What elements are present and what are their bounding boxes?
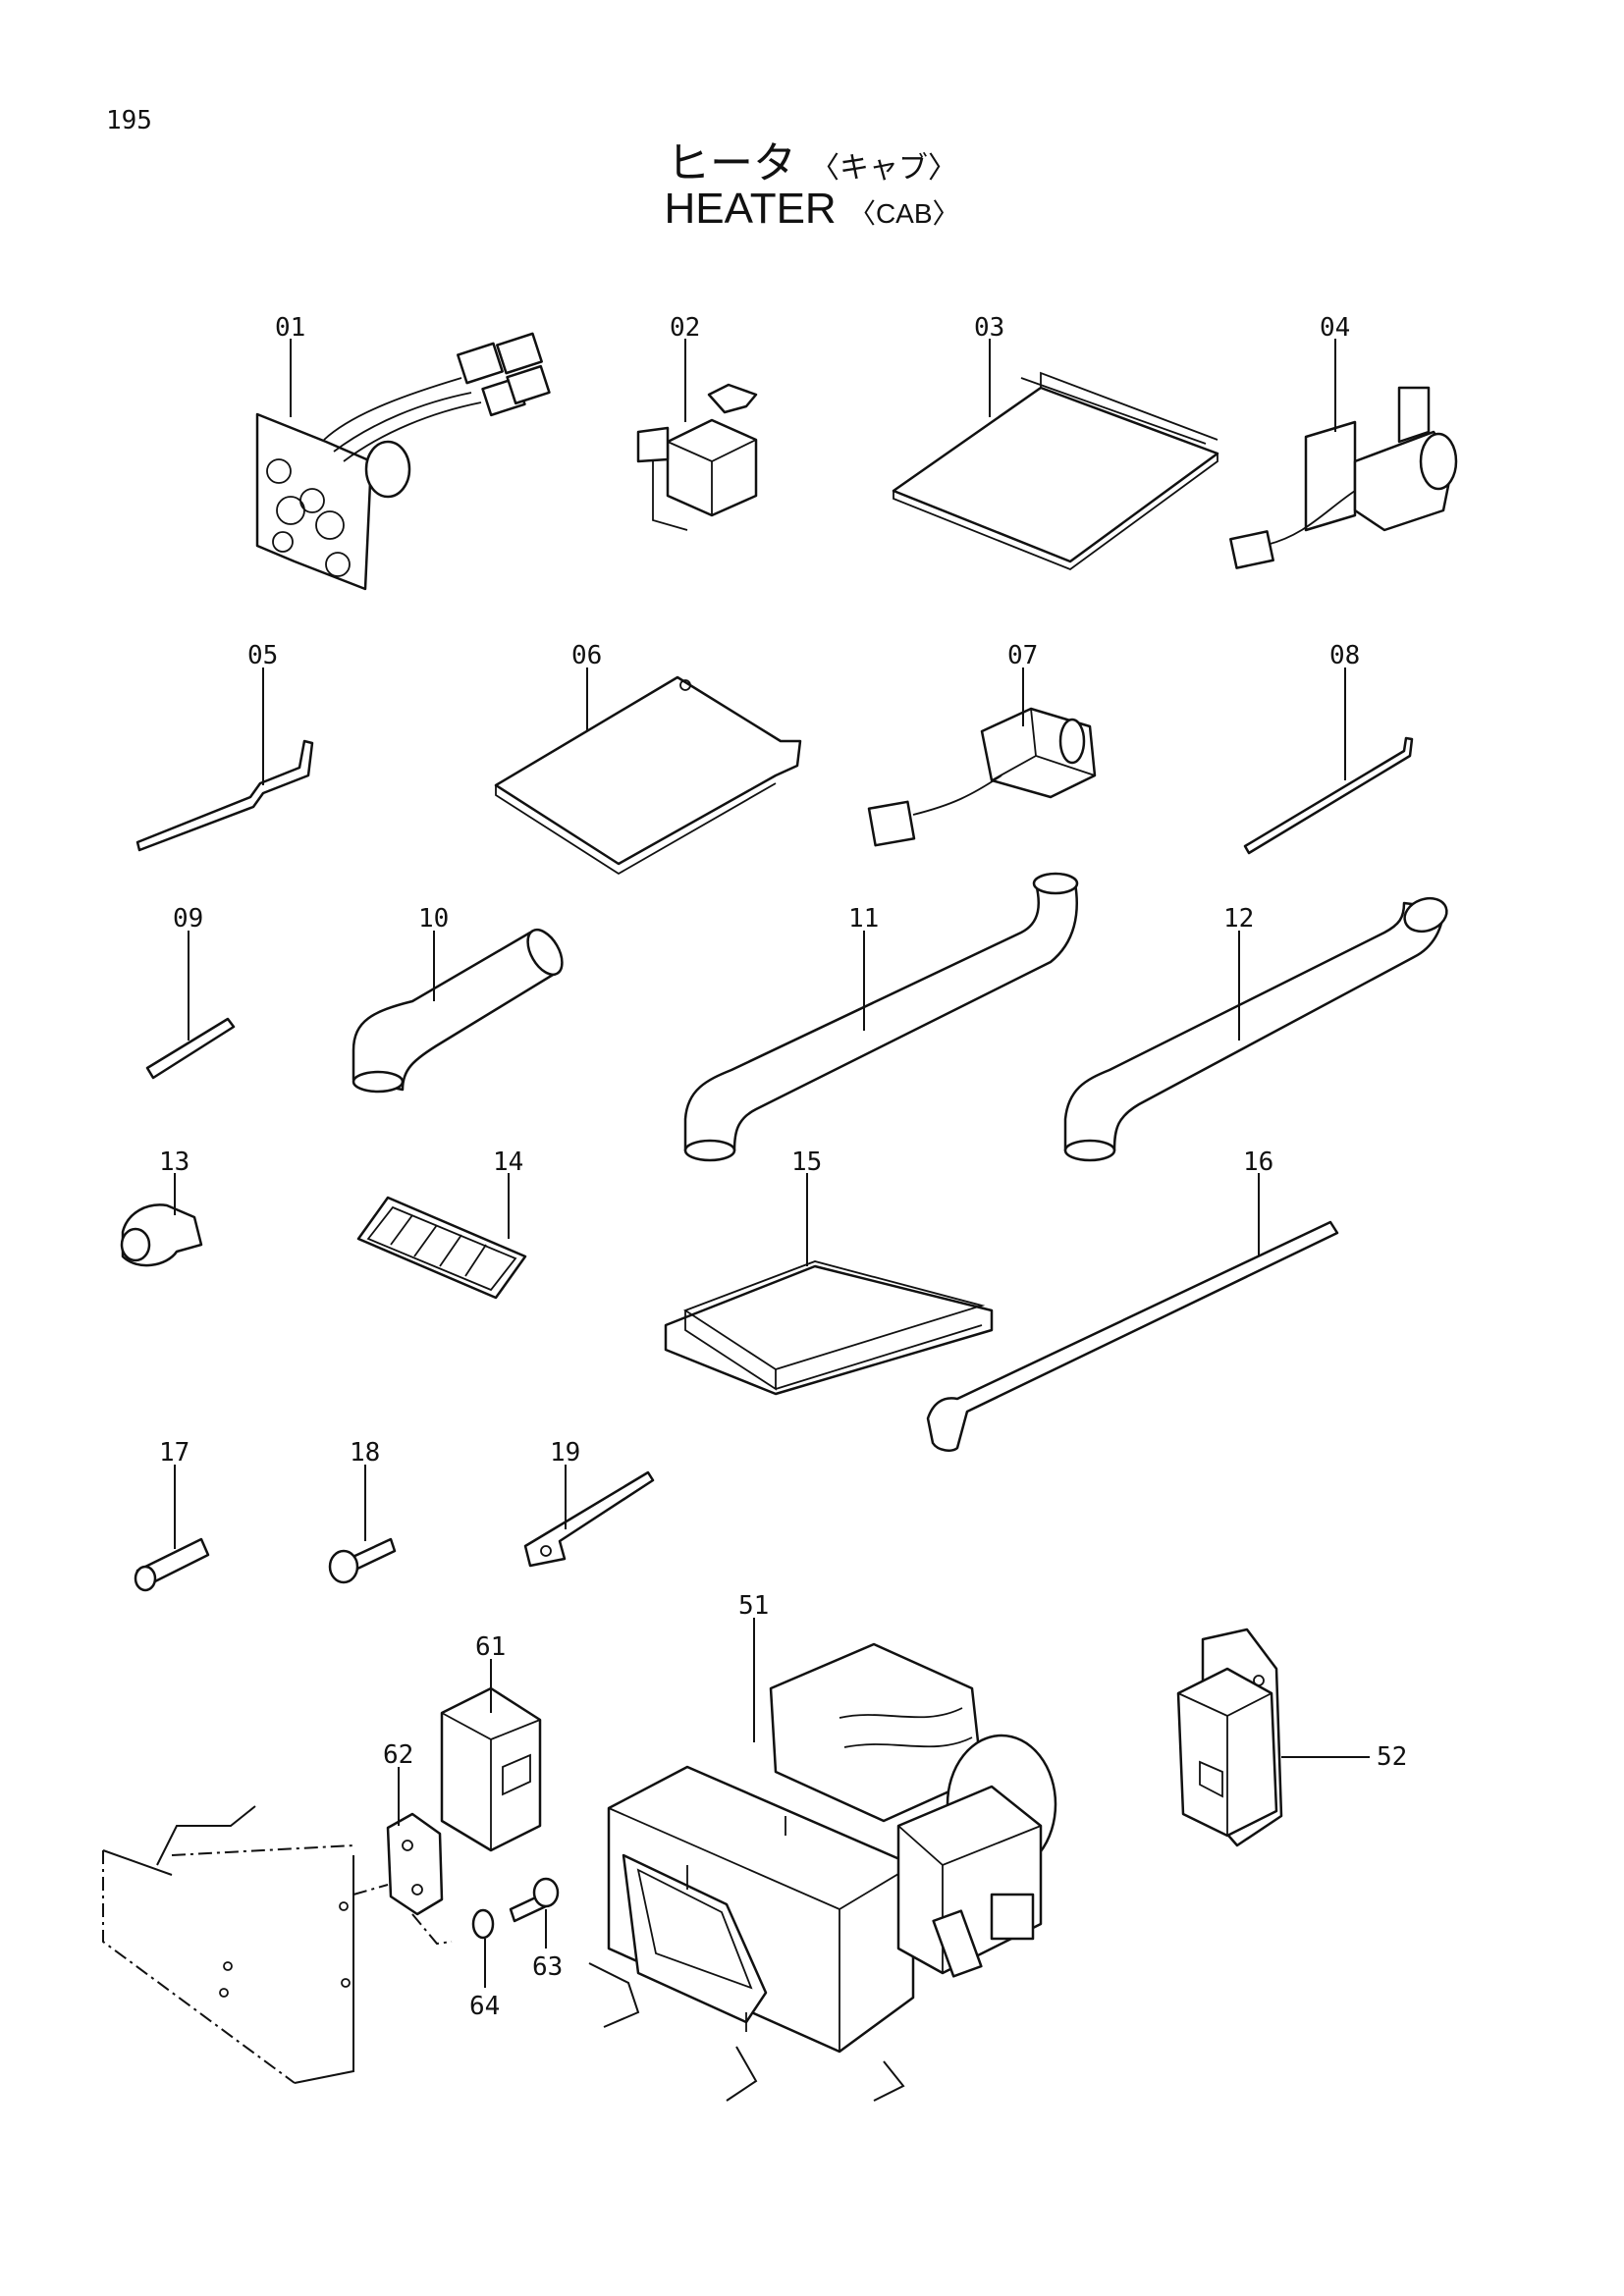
- part-52-controller: [1176, 1628, 1283, 1847]
- part-05-rod: [135, 739, 314, 852]
- title-japanese: ヒータ 〈キャブ〉: [0, 128, 1624, 190]
- callout-03: 03: [974, 313, 1004, 343]
- callout-51: 51: [738, 1591, 769, 1621]
- callout-17: 17: [159, 1438, 189, 1468]
- callout-13: 13: [159, 1148, 189, 1177]
- callout-04: 04: [1320, 313, 1350, 343]
- callout-02: 02: [670, 313, 700, 343]
- callout-64: 64: [469, 1992, 500, 2021]
- part-17-fitting: [134, 1537, 210, 1592]
- part-03-filter: [892, 371, 1219, 571]
- callout-10: 10: [418, 904, 449, 934]
- part-61-box: [440, 1686, 542, 1852]
- callout-06: 06: [571, 641, 602, 670]
- callout-14: 14: [493, 1148, 523, 1177]
- cab-panel: [102, 1805, 453, 2084]
- title-en-sub: 〈CAB〉: [847, 198, 960, 229]
- part-63-bolt: [509, 1877, 560, 1923]
- part-14-louver: [356, 1196, 527, 1300]
- part-04-actuator: [1229, 386, 1458, 569]
- callout-08: 08: [1329, 641, 1360, 670]
- part-09-nipple: [145, 1017, 236, 1080]
- part-12-duct: [1063, 896, 1448, 1162]
- callout-09: 09: [173, 904, 203, 934]
- part-07-actuator: [867, 707, 1097, 847]
- callout-18: 18: [350, 1438, 380, 1468]
- title-jp-main: ヒータ: [667, 138, 796, 188]
- callout-63: 63: [532, 1952, 563, 1982]
- part-64-washer: [471, 1908, 495, 1940]
- callout-07: 07: [1007, 641, 1038, 670]
- title-jp-sub: 〈キャブ〉: [810, 151, 957, 186]
- callout-16: 16: [1243, 1148, 1273, 1177]
- callout-62: 62: [383, 1740, 413, 1770]
- part-16-pipe: [926, 1220, 1339, 1452]
- part-01-harness: [255, 332, 551, 591]
- title-en-main: HEATER: [664, 185, 837, 233]
- part-51-heater-unit: [588, 1642, 1057, 2102]
- callout-12: 12: [1223, 904, 1254, 934]
- part-13-elbow: [120, 1203, 203, 1267]
- page-number: 195: [106, 106, 152, 135]
- part-06-panel: [494, 675, 802, 876]
- callout-05: 05: [247, 641, 278, 670]
- part-18-bolt: [328, 1537, 397, 1584]
- title-english: HEATER 〈CAB〉: [0, 185, 1624, 234]
- callout-01: 01: [275, 313, 305, 343]
- part-62-bracket: [386, 1812, 444, 1916]
- callout-61: 61: [475, 1632, 506, 1662]
- part-08-rod: [1243, 736, 1414, 855]
- part-10-duct: [352, 928, 564, 1094]
- part-19-clip: [523, 1470, 655, 1568]
- callout-11: 11: [848, 904, 879, 934]
- callout-52: 52: [1377, 1742, 1407, 1772]
- part-15-cover: [664, 1260, 994, 1396]
- callout-15: 15: [791, 1148, 822, 1177]
- callout-19: 19: [550, 1438, 580, 1468]
- part-02-relay: [636, 383, 758, 531]
- part-11-duct: [683, 872, 1079, 1162]
